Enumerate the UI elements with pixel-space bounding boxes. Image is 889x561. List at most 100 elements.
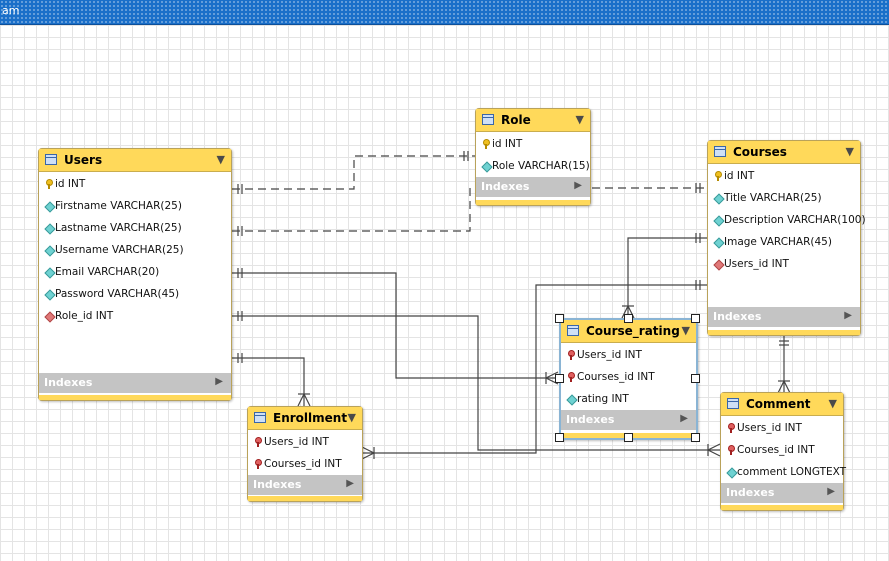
entity-users[interactable]: Users ▼ id INT Firstname VARCHAR(25) Las… [38,148,232,401]
diamond-icon [482,161,490,171]
entity-header[interactable]: Role ▼ [476,109,590,132]
diamond-icon [714,193,722,203]
column-label: Title VARCHAR(25) [724,192,822,204]
triangle-right-icon[interactable]: ▶ [680,413,688,424]
triangle-down-icon[interactable]: ▼ [575,113,584,126]
entity-role[interactable]: Role ▼ id INT Role VARCHAR(15) Indexes ▶ [475,108,591,206]
column-row[interactable]: Username VARCHAR(25) [39,240,231,262]
diamond-icon [45,289,53,299]
column-row[interactable]: Lastname VARCHAR(25) [39,218,231,240]
column-row[interactable]: Title VARCHAR(25) [708,188,860,210]
column-row[interactable]: Email VARCHAR(20) [39,262,231,284]
column-row[interactable]: Users_id INT [248,432,362,454]
triangle-right-icon[interactable]: ▶ [215,376,223,387]
indexes-section[interactable]: Indexes ▶ [39,373,231,393]
column-row[interactable]: Users_id INT [708,254,860,276]
resize-handle[interactable] [691,433,700,442]
column-label: Role_id INT [55,310,114,322]
entity-footer [248,496,362,501]
indexes-label: Indexes [566,413,615,426]
indexes-label: Indexes [44,376,93,389]
entity-name: Course_rating [586,324,680,338]
entity-course-rating[interactable]: Course_rating ▼ Users_id INT Courses_id … [559,318,698,440]
resize-handle[interactable] [691,314,700,323]
entity-header[interactable]: Course_rating ▼ [561,320,696,343]
column-label: Users_id INT [264,436,329,448]
table-icon [714,146,726,157]
diamond-icon [45,201,53,211]
resize-handle[interactable] [624,433,633,442]
column-row[interactable]: id INT [39,174,231,196]
entity-enrollment[interactable]: Enrollment ▼ Users_id INT Courses_id INT… [247,406,363,502]
resize-handle[interactable] [555,433,564,442]
entity-header[interactable]: Courses ▼ [708,141,860,164]
entity-name: Courses [733,145,787,159]
resize-handle[interactable] [691,374,700,383]
key-icon [714,171,722,181]
column-row[interactable]: id INT [708,166,860,188]
diamond-icon [714,215,722,225]
entity-name: Users [64,153,103,167]
diamond-icon [727,467,735,477]
key-icon [45,179,53,189]
indexes-section[interactable]: Indexes ▶ [561,410,696,430]
column-row[interactable]: id INT [476,134,590,156]
column-row[interactable]: Password VARCHAR(45) [39,284,231,306]
table-icon [45,154,57,165]
triangle-right-icon[interactable]: ▶ [574,180,582,191]
table-icon [727,398,739,409]
column-row[interactable]: Users_id INT [561,345,696,367]
column-label: id INT [55,178,86,190]
column-label: id INT [492,138,523,150]
table-icon [567,325,579,336]
entity-courses[interactable]: Courses ▼ id INT Title VARCHAR(25) Descr… [707,140,866,336]
entity-header[interactable]: Comment ▼ [721,393,843,416]
column-label: id INT [724,170,755,182]
entity-header[interactable]: Users ▼ [39,149,231,172]
entity-comment[interactable]: Comment ▼ Users_id INT Courses_id INT co… [720,392,846,511]
fk-diamond-icon [45,311,53,321]
table-icon [482,114,494,125]
fk-key-icon [254,459,262,469]
resize-handle[interactable] [555,314,564,323]
column-row[interactable]: Image VARCHAR(45) [708,232,860,254]
triangle-down-icon[interactable]: ▼ [216,153,225,166]
column-row[interactable]: Courses_id INT [561,367,696,389]
indexes-section[interactable]: Indexes ▶ [476,177,590,197]
triangle-down-icon[interactable]: ▼ [845,145,854,158]
entity-footer [39,395,231,400]
fk-key-icon [567,372,575,382]
column-row[interactable]: Firstname VARCHAR(25) [39,196,231,218]
fk-diamond-icon [714,259,722,269]
column-row[interactable]: Courses_id INT [248,454,362,476]
entity-name: Enrollment [273,411,348,425]
tab-title: am [2,4,20,17]
column-row[interactable]: Description VARCHAR(100) [708,210,866,232]
triangle-right-icon[interactable]: ▶ [844,310,852,321]
triangle-right-icon[interactable]: ▶ [827,486,835,497]
column-row[interactable]: Role_id INT [39,306,231,328]
diagram-tab-bar: am [0,0,889,25]
entity-name: Comment [746,397,811,411]
triangle-down-icon[interactable]: ▼ [347,411,356,424]
triangle-down-icon[interactable]: ▼ [681,324,690,337]
column-row[interactable]: Role VARCHAR(15) [476,156,590,178]
triangle-right-icon[interactable]: ▶ [346,478,354,489]
column-row[interactable]: Courses_id INT [721,440,843,462]
indexes-label: Indexes [713,310,762,323]
indexes-section[interactable]: Indexes ▶ [248,475,362,495]
entity-name: Role [501,113,531,127]
column-label: Lastname VARCHAR(25) [55,222,182,234]
column-row[interactable]: Users_id INT [721,418,843,440]
column-row[interactable]: comment LONGTEXT [721,462,846,484]
indexes-section[interactable]: Indexes ▶ [721,483,843,503]
column-row[interactable]: rating INT [561,389,696,411]
fk-key-icon [567,350,575,360]
indexes-label: Indexes [481,180,530,193]
column-label: Users_id INT [577,349,642,361]
indexes-section[interactable]: Indexes ▶ [708,307,860,327]
resize-handle[interactable] [624,314,633,323]
entity-header[interactable]: Enrollment ▼ [248,407,362,430]
resize-handle[interactable] [555,374,564,383]
triangle-down-icon[interactable]: ▼ [828,397,837,410]
